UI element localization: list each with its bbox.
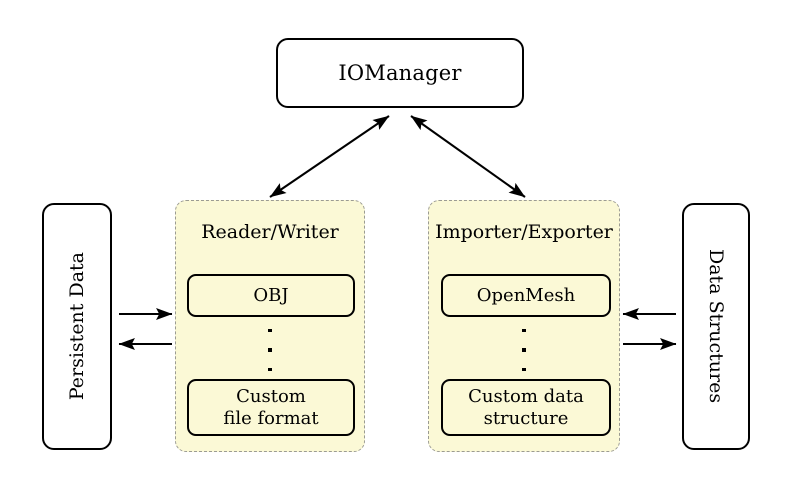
group-panel-importer-exporter: Importer/Exporter OpenMesh Custom data s… <box>428 200 620 452</box>
ellipsis-dot <box>522 329 526 333</box>
node-openmesh-label: OpenMesh <box>476 284 576 306</box>
node-custom-file-format-label: Custom file format <box>223 385 319 429</box>
connector-iomanager-importer-exporter <box>410 115 526 198</box>
ellipsis-dot <box>268 367 272 371</box>
node-obj-label: OBJ <box>253 284 289 306</box>
node-openmesh[interactable]: OpenMesh <box>441 274 611 317</box>
group-title-reader-writer: Reader/Writer <box>201 221 339 243</box>
group-title-importer-exporter: Importer/Exporter <box>435 221 613 243</box>
ellipsis-dot <box>268 329 272 333</box>
ellipsis-dot <box>522 367 526 371</box>
ellipsis-dot <box>268 348 272 352</box>
node-persistent-data-label: Persistent Data <box>66 252 88 401</box>
ellipsis-dot <box>522 348 526 352</box>
node-custom-file-format[interactable]: Custom file format <box>187 379 355 436</box>
node-iomanager[interactable]: IOManager <box>276 38 524 108</box>
ellipsis-importer-exporter <box>429 329 619 371</box>
node-data-structures-label: Data Structures <box>705 249 727 404</box>
node-iomanager-label: IOManager <box>338 60 462 85</box>
node-persistent-data[interactable]: Persistent Data <box>42 203 112 450</box>
connector-iomanager-reader-writer <box>269 115 390 198</box>
group-panel-reader-writer: Reader/Writer OBJ Custom file format <box>175 200 365 452</box>
node-data-structures[interactable]: Data Structures <box>682 203 750 450</box>
node-custom-data-structure-label: Custom data structure <box>468 385 584 429</box>
node-obj[interactable]: OBJ <box>187 274 355 317</box>
node-custom-data-structure[interactable]: Custom data structure <box>441 379 611 436</box>
ellipsis-reader-writer <box>176 329 364 371</box>
